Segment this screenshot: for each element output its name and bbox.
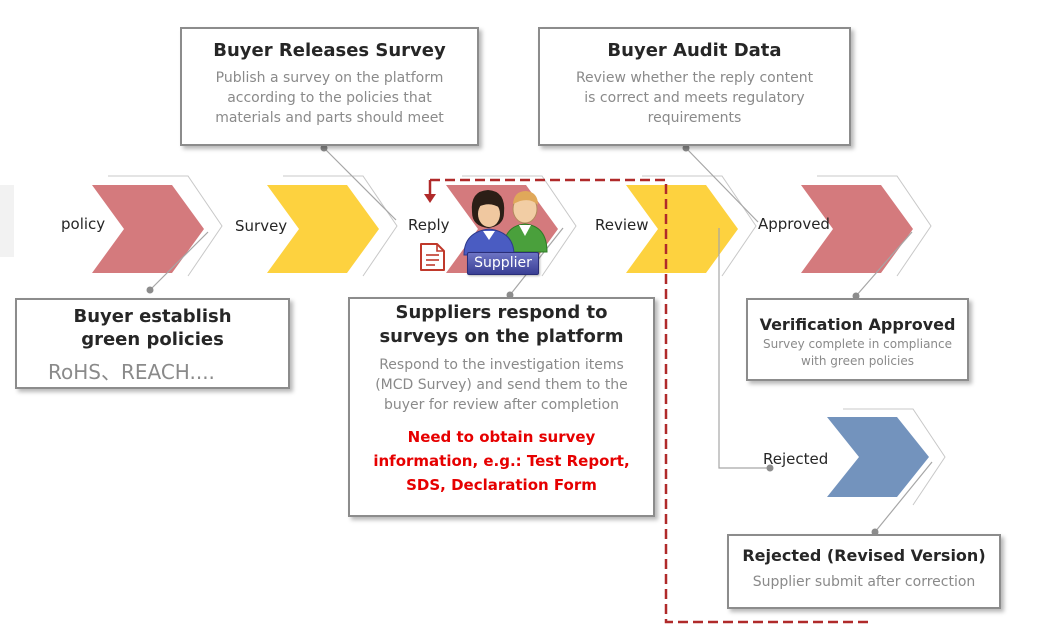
connector-releases-survey [323,147,397,221]
policy-chevron-outline [108,175,223,277]
buyer-audit-data-desc-line: requirements [647,110,742,126]
buyer-releases-survey-title: Buyer Releases Survey [213,40,446,61]
buyer-establish-title-line: Buyer establish [73,306,232,327]
rejected-revised-desc: Supplier submit after correction [752,574,976,590]
connector-dot [766,464,774,472]
connector-rejected-revised [874,461,933,533]
stage-label-reply: Reply [408,216,450,234]
supplier-people-icon [463,190,548,256]
stage-label-policy: policy [61,215,106,233]
suppliers-respond-desc-line: buyer for review after completion [384,397,619,413]
rejected-chevron-outline [843,408,946,506]
buyer-releases-survey-desc-line: according to the policies that [227,90,432,106]
connector-dot [146,286,154,294]
approved-chevron-outline [817,175,932,277]
buyer-releases-survey-desc-line: materials and parts should meet [215,110,444,126]
connector-policy-establish [149,231,209,291]
verification-approved-desc-line: with green policies [801,354,914,368]
connector-dot [852,292,860,300]
reply-chevron-outline [462,175,577,277]
buyer-audit-data-box: Buyer Audit Data Review whether the repl… [538,27,851,146]
suppliers-respond-note-line: Need to obtain survey [407,428,596,446]
suppliers-respond-title-line: surveys on the platform [379,326,624,347]
suppliers-respond-desc-line: (MCD Survey) and send them to the [375,377,628,393]
stage-label-rejected: Rejected [763,450,829,468]
connector-dot [320,144,328,152]
suppliers-respond-note-line: information, e.g.: Test Report, [373,452,630,470]
policy-chevron [92,185,204,273]
review-chevron-outline [642,175,757,277]
review-chevron [626,185,738,273]
buyer-audit-data-desc-line: Review whether the reply content [575,70,814,86]
verification-approved-desc-line: Survey complete in compliance [762,337,953,351]
rejected-chevron [827,417,929,497]
connector-approved-verification [855,231,913,297]
suppliers-respond-desc-line: Respond to the investigation items [379,357,624,373]
connector-dot [871,528,879,536]
connector-dot [506,291,514,299]
approved-chevron [801,185,913,273]
document-icon [420,243,445,271]
verification-approved-box: Verification Approved Survey complete in… [746,298,969,381]
rejected-revised-title: Rejected (Revised Version) [742,546,986,565]
left-edge-fragment [0,185,14,257]
suppliers-respond-title-line: Suppliers respond to [395,302,608,323]
survey-chevron [267,185,379,273]
stage-label-survey: Survey [235,217,288,235]
buyer-audit-data-desc-line: is correct and meets regulatory [584,90,805,106]
revision-loop-arrowhead [424,194,436,203]
survey-chevron-outline [283,175,398,277]
connector-audit-review [685,147,759,223]
buyer-establish-title-line: green policies [81,329,224,350]
suppliers-respond-note-line: SDS, Declaration Form [406,476,597,494]
rejected-revised-box: Rejected (Revised Version) Supplier subm… [727,534,1001,609]
buyer-releases-survey-desc-line: Publish a survey on the platform [215,70,444,86]
connector-review-rejected [718,228,770,469]
buyer-establish-policies-box: Buyer establish green policies RoHS、REAC… [15,298,290,389]
verification-approved-title: Verification Approved [759,315,956,334]
revision-loop-dashed-line [430,178,870,624]
stage-label-approved: Approved [758,215,830,233]
buyer-establish-regulations: RoHS、REACH.... [48,360,215,384]
connector-dot [682,144,690,152]
buyer-audit-data-title: Buyer Audit Data [607,40,782,61]
buyer-releases-survey-box: Buyer Releases Survey Publish a survey o… [180,27,479,146]
stage-label-review: Review [595,216,649,234]
suppliers-respond-box: Suppliers respond to surveys on the plat… [348,297,655,517]
supplier-badge: Supplier [467,252,539,275]
